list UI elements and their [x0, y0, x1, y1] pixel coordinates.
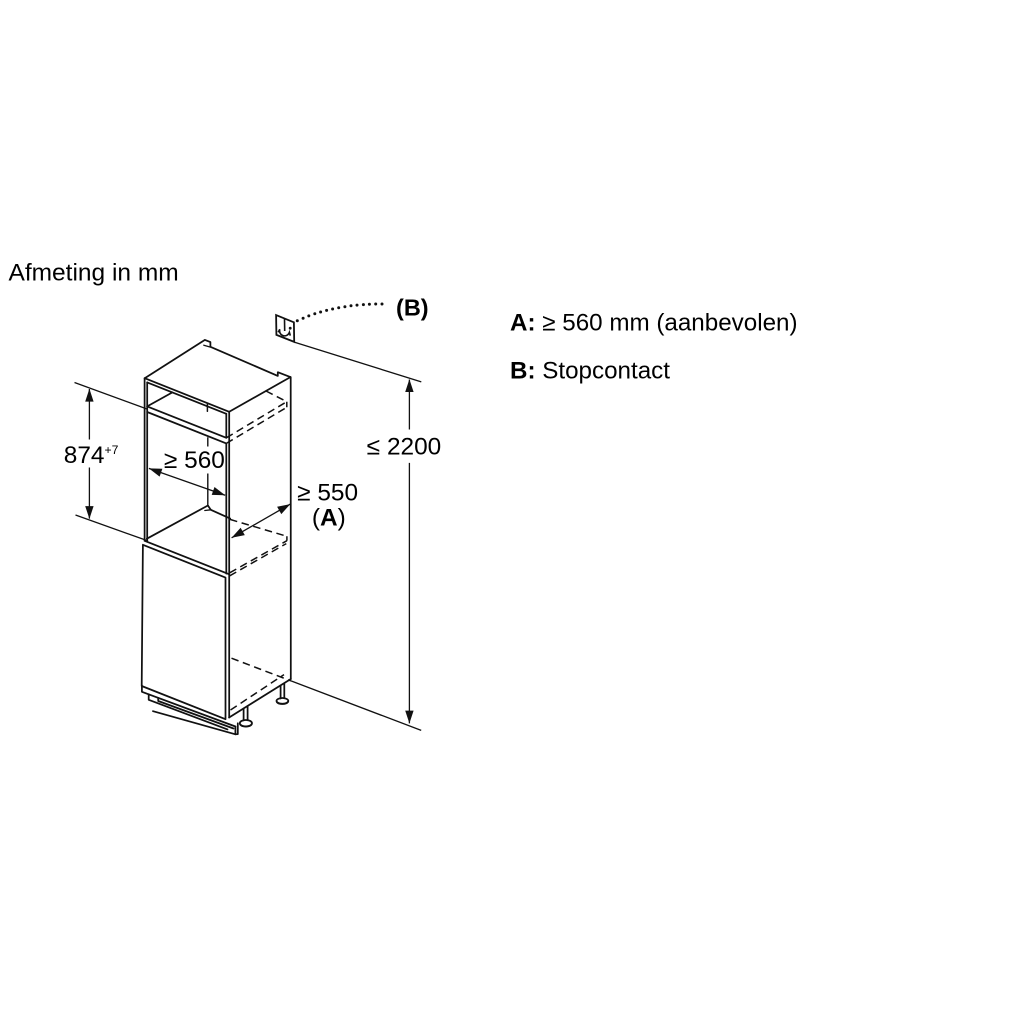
svg-text:B: Stopcontact: B: Stopcontact — [510, 358, 670, 385]
svg-text:(B): (B) — [396, 295, 429, 321]
svg-text:874+7: 874+7 — [64, 442, 119, 469]
svg-text:≥ 560: ≥ 560 — [164, 447, 225, 474]
svg-text:Afmeting in mm: Afmeting in mm — [9, 260, 179, 287]
svg-text:≥ 550: ≥ 550 — [297, 479, 358, 506]
svg-text:(A): (A) — [312, 504, 346, 531]
svg-text:A: ≥ 560 mm (aanbevolen): A: ≥ 560 mm (aanbevolen) — [510, 310, 798, 337]
svg-text:≤ 2200: ≤ 2200 — [367, 434, 441, 461]
